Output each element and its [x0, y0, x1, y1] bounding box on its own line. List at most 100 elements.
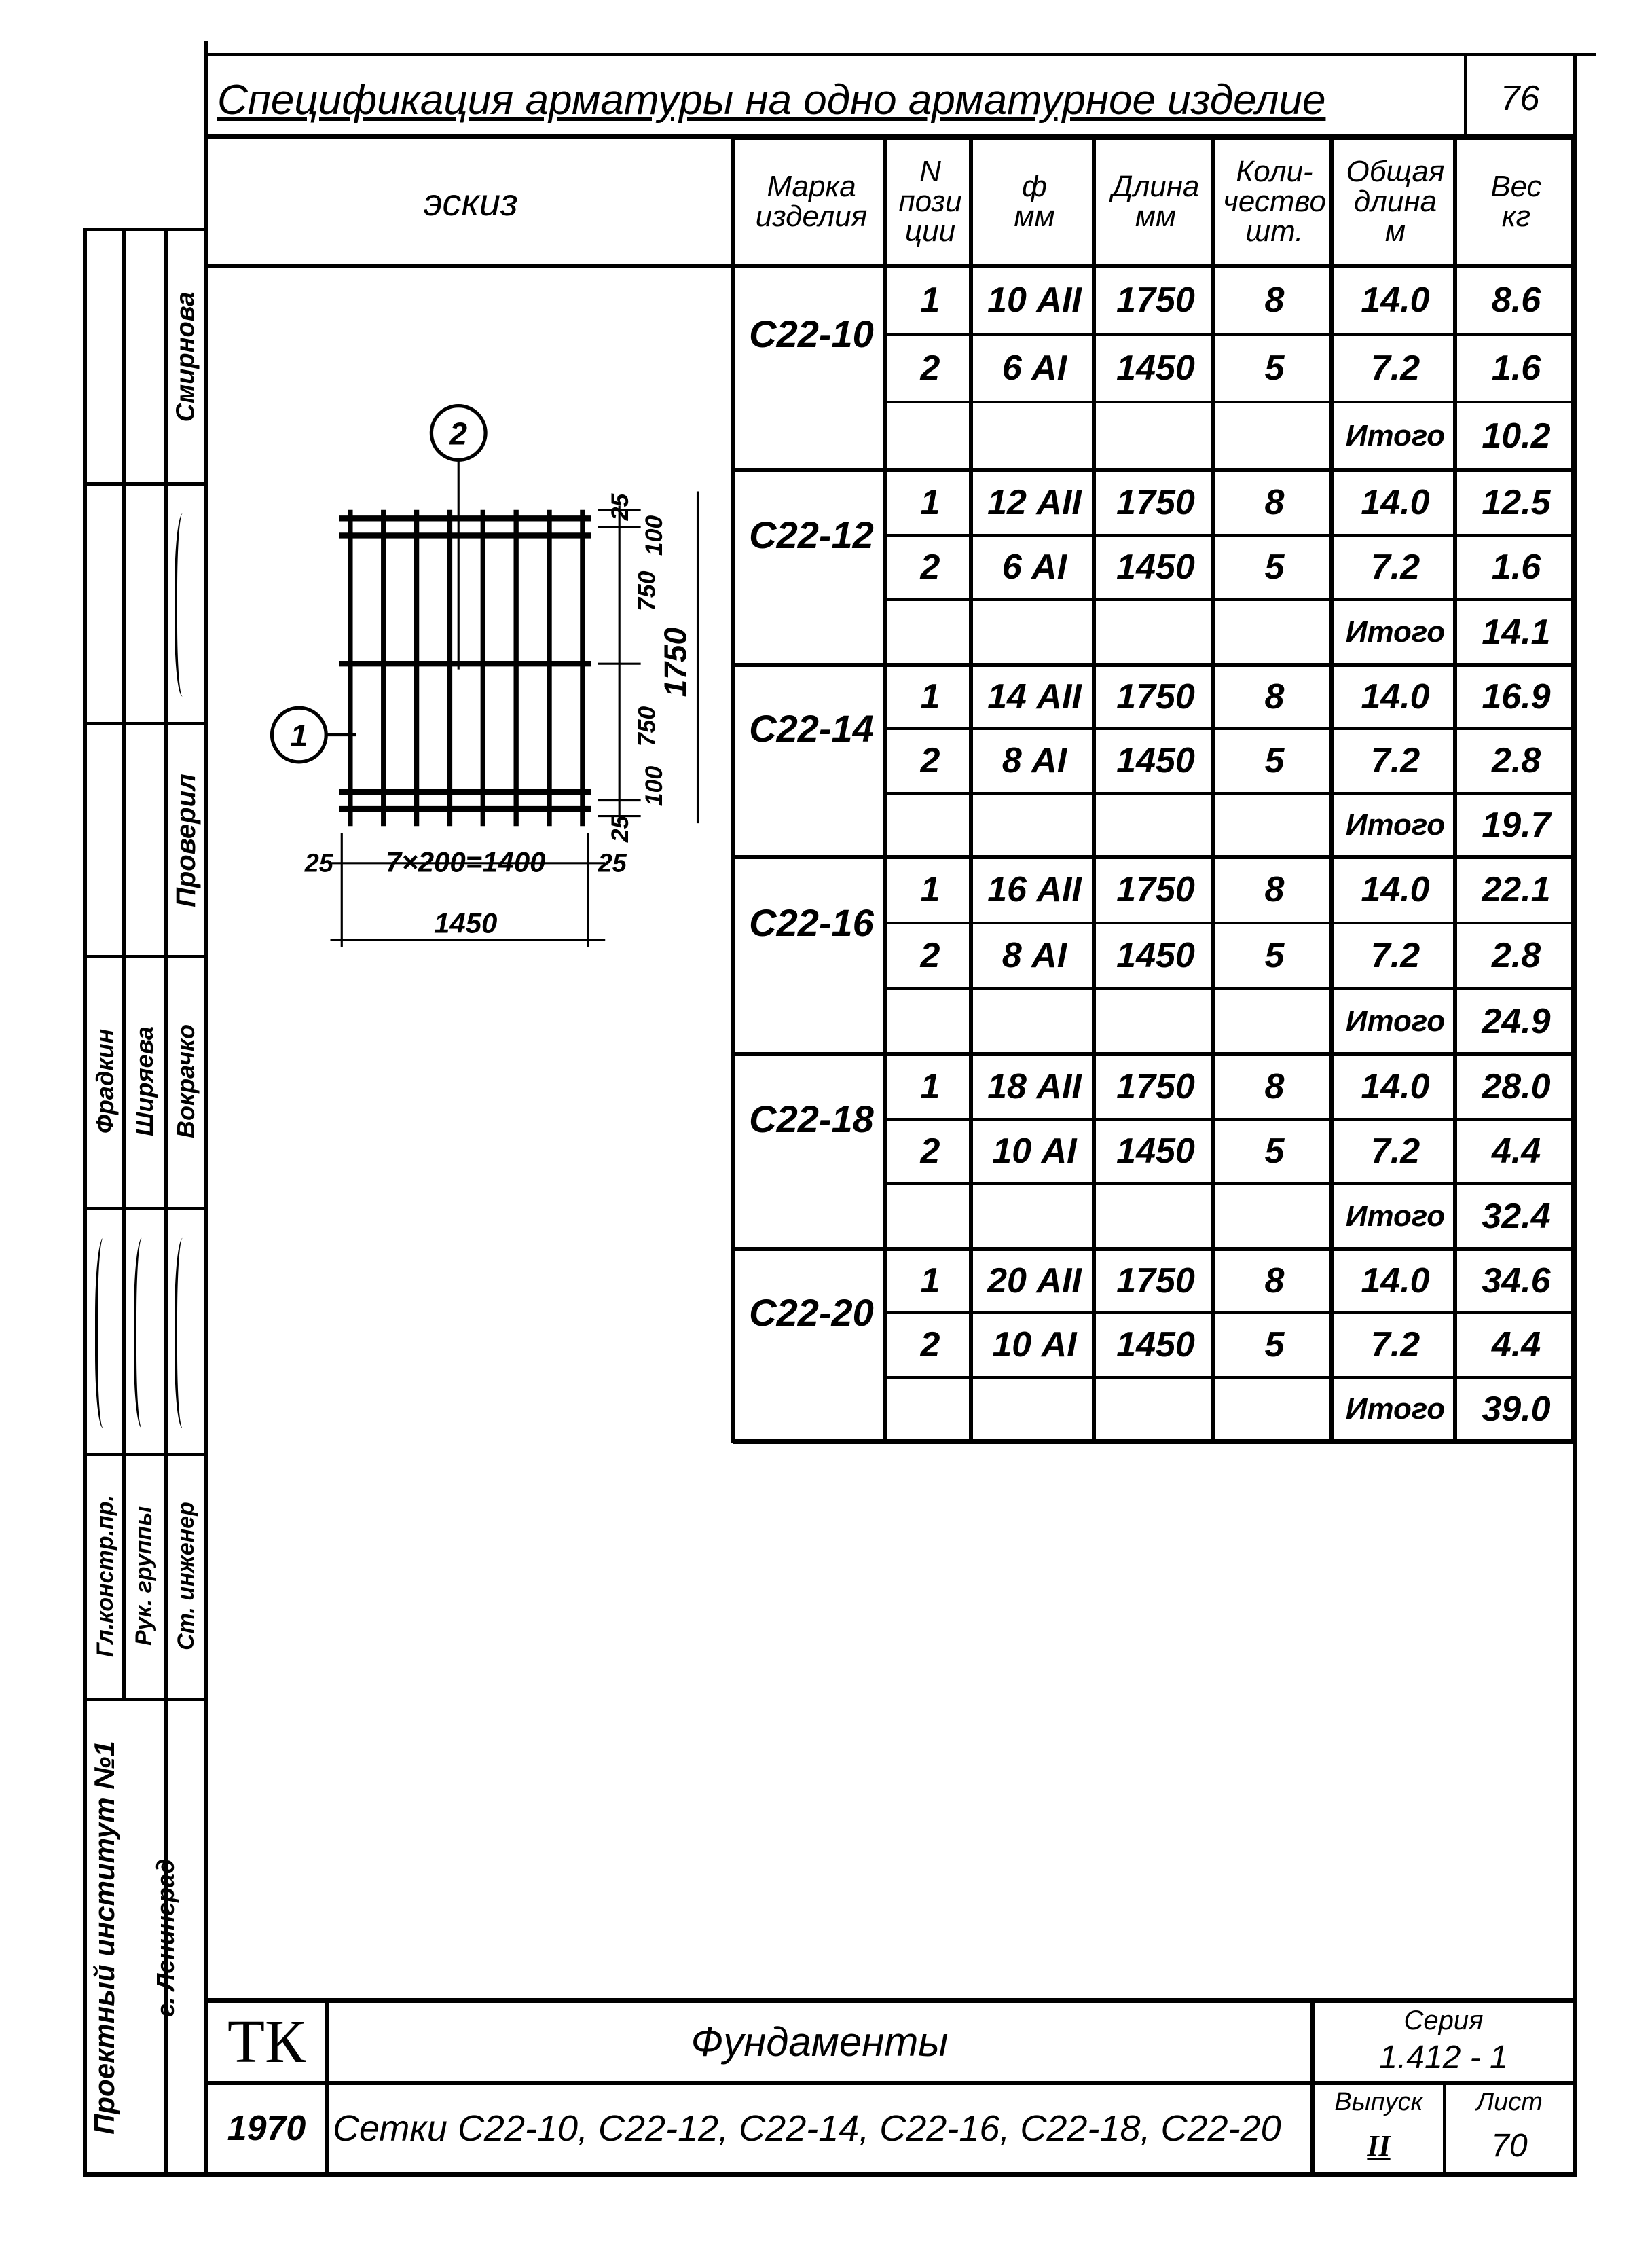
strip-column-line [164, 1698, 168, 2173]
bar-diameter-class: 8 АI [1002, 741, 1067, 781]
bar-weight: 2.8 [1491, 935, 1541, 975]
group-top-line [733, 264, 1575, 268]
vertical-dimension-label: 25 [606, 814, 634, 843]
strip-row-line [83, 1698, 206, 1701]
row-line [885, 1311, 1575, 1315]
strip-outer-line [83, 228, 87, 2177]
bar-quantity: 8 [1264, 1066, 1285, 1106]
total-length: 14.0 [1361, 280, 1430, 320]
bar-quantity: 5 [1264, 741, 1285, 781]
strip-row-line [83, 228, 206, 231]
header-total-length: Общая длина м [1346, 155, 1445, 248]
bar-diameter-class: 14 АII [987, 677, 1082, 717]
header-weight: Вес кг [1490, 170, 1542, 233]
product-mark: С22-12 [749, 513, 874, 556]
group-top-line [733, 1247, 1575, 1251]
checked-by-label-text: Проверил [170, 773, 201, 907]
vertical-dimension-label: 100 [640, 766, 667, 807]
total-weight: 10.2 [1482, 416, 1551, 456]
column-line [1211, 136, 1215, 1443]
total-label: Итого [1345, 615, 1446, 649]
position-number: 2 [920, 1325, 940, 1365]
total-height-dimension: 1750 [658, 627, 693, 697]
total-length: 7.2 [1370, 1131, 1420, 1172]
position-number: 1 [920, 1261, 940, 1301]
bar-diameter-class: 6 АI [1002, 547, 1067, 587]
bar-length: 1750 [1116, 1066, 1195, 1106]
bar-weight: 4.4 [1491, 1131, 1541, 1172]
total-length: 7.2 [1370, 348, 1420, 388]
spec-title: Спецификация арматуры на одно арматурное… [217, 76, 1326, 124]
vertical-dimension-label: 25 [606, 493, 634, 522]
page-corner-number: 76 [1500, 79, 1540, 118]
product-mark: С22-10 [749, 312, 874, 355]
total-length: 14.0 [1361, 1261, 1430, 1301]
sheet-number: 70 [1491, 2128, 1528, 2164]
position-number: 1 [920, 482, 940, 522]
group-top-line [733, 1052, 1575, 1056]
bar-quantity: 8 [1264, 1261, 1285, 1301]
column-line [1571, 136, 1575, 1443]
strip-row-line [83, 722, 206, 725]
vertical-dimension-label: 750 [634, 570, 661, 611]
row-line [885, 598, 1575, 602]
strip-row-line [83, 482, 206, 486]
bar-quantity: 8 [1264, 482, 1285, 522]
signer-name: Вокрачко [168, 958, 205, 1204]
signer-name: Ширяева [126, 958, 163, 1204]
position-number: 1 [920, 677, 940, 717]
signer-name: Фрадкин [87, 958, 124, 1204]
bar-diameter-class: 6 АI [1002, 348, 1067, 388]
total-length: 14.0 [1361, 482, 1430, 522]
bar-quantity: 8 [1264, 677, 1285, 717]
position-number: 2 [920, 1131, 940, 1172]
column-line [883, 136, 887, 1443]
position-number: 2 [920, 935, 940, 975]
institute-name-text: Проектный институт №1 [88, 1740, 120, 2135]
signer-role-text: Ст. инженер [173, 1501, 200, 1650]
bar-weight: 12.5 [1482, 482, 1551, 522]
bar-weight: 2.8 [1491, 741, 1541, 781]
signer-name-text: Вокрачко [172, 1024, 200, 1139]
column-line [731, 136, 735, 1443]
checked-by-label: Проверил [166, 725, 206, 955]
title-block-column-line [1443, 2081, 1446, 2176]
signature-scribble [175, 510, 195, 699]
bar-weight: 28.0 [1482, 1066, 1551, 1106]
signer-role-text: Рук. группы [131, 1506, 158, 1646]
row-line [885, 1117, 1575, 1121]
bar-diameter-class: 10 АI [992, 1131, 1077, 1172]
bar-weight: 4.4 [1491, 1325, 1541, 1365]
column-line [1453, 136, 1457, 1443]
product-mark: С22-18 [749, 1097, 874, 1140]
total-width-dimension: 1450 [434, 907, 497, 939]
total-label: Итого [1345, 808, 1446, 841]
header-mark: Марка изделия [755, 170, 868, 233]
position-number: 1 [920, 1066, 940, 1106]
strip-row-line [83, 1453, 206, 1456]
bar-quantity: 5 [1264, 547, 1285, 587]
bar-quantity: 5 [1264, 1325, 1285, 1365]
title-block-column-line [325, 1998, 329, 2176]
total-weight: 19.7 [1482, 805, 1551, 845]
signature-scribble [175, 1235, 195, 1430]
bar-quantity: 5 [1264, 348, 1285, 388]
total-length: 7.2 [1370, 935, 1420, 975]
group-top-line [733, 663, 1575, 667]
bar-length: 1750 [1116, 280, 1195, 320]
signer-name-text: Фрадкин [91, 1028, 120, 1134]
bar-diameter-class: 12 АII [987, 482, 1082, 522]
signature-scribble [95, 1235, 115, 1430]
row-line [885, 727, 1575, 731]
total-label: Итого [1345, 1392, 1446, 1426]
signer-role: Гл.констр.пр. [87, 1456, 124, 1695]
position-number: 1 [920, 280, 940, 320]
series-value: 1.412 - 1 [1379, 2040, 1508, 2076]
row-line [885, 987, 1575, 990]
bar-length: 1450 [1116, 348, 1195, 388]
bar-length: 1750 [1116, 677, 1195, 717]
frame-bottom-line [85, 2172, 1577, 2177]
bar-weight: 1.6 [1491, 547, 1541, 587]
row-line [885, 791, 1575, 795]
